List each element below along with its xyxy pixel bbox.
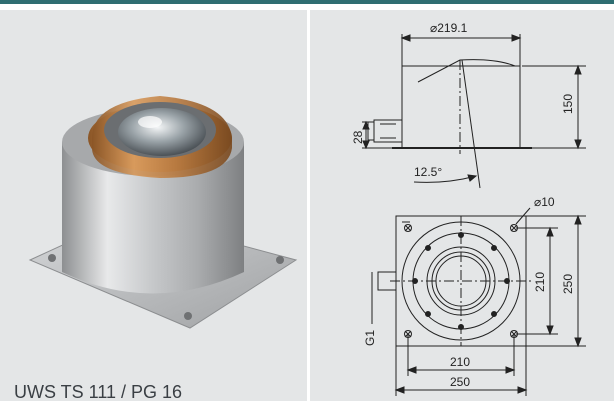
height-28-label: 28 (351, 130, 365, 144)
mounting-hole-icon (184, 312, 192, 320)
thread-label: G1 (363, 330, 377, 346)
top-view: ⌀10 (363, 195, 586, 396)
outer-250-vertical-label: 250 (561, 274, 575, 294)
product-caption: UWS TS 111 / PG 16 (14, 382, 183, 402)
product-photo-panel: UWS TS 111 / PG 16 (0, 10, 307, 402)
cylinder-body (62, 142, 244, 294)
inner-210-vertical-label: 210 (533, 272, 547, 292)
inner-210-horizontal-label: 210 (450, 355, 470, 369)
outer-250-horizontal-label: 250 (450, 375, 470, 389)
side-view: ⌀219.1 150 (351, 21, 586, 189)
product-photo (28, 96, 298, 329)
height-150-label: 150 (561, 94, 575, 114)
mounting-hole-icon (48, 254, 56, 262)
technical-drawing: ⌀219.1 150 (351, 21, 586, 396)
corner-hole-icon (404, 224, 412, 232)
mounting-hole-icon (276, 256, 284, 264)
accent-bar (0, 0, 614, 4)
technical-drawing-panel: ⌀219.1 150 (310, 10, 614, 401)
angle-label: 12.5° (414, 165, 442, 179)
diameter-label: ⌀219.1 (430, 21, 468, 35)
hole-diameter-label: ⌀10 (534, 195, 555, 209)
lens-ball (118, 108, 206, 156)
